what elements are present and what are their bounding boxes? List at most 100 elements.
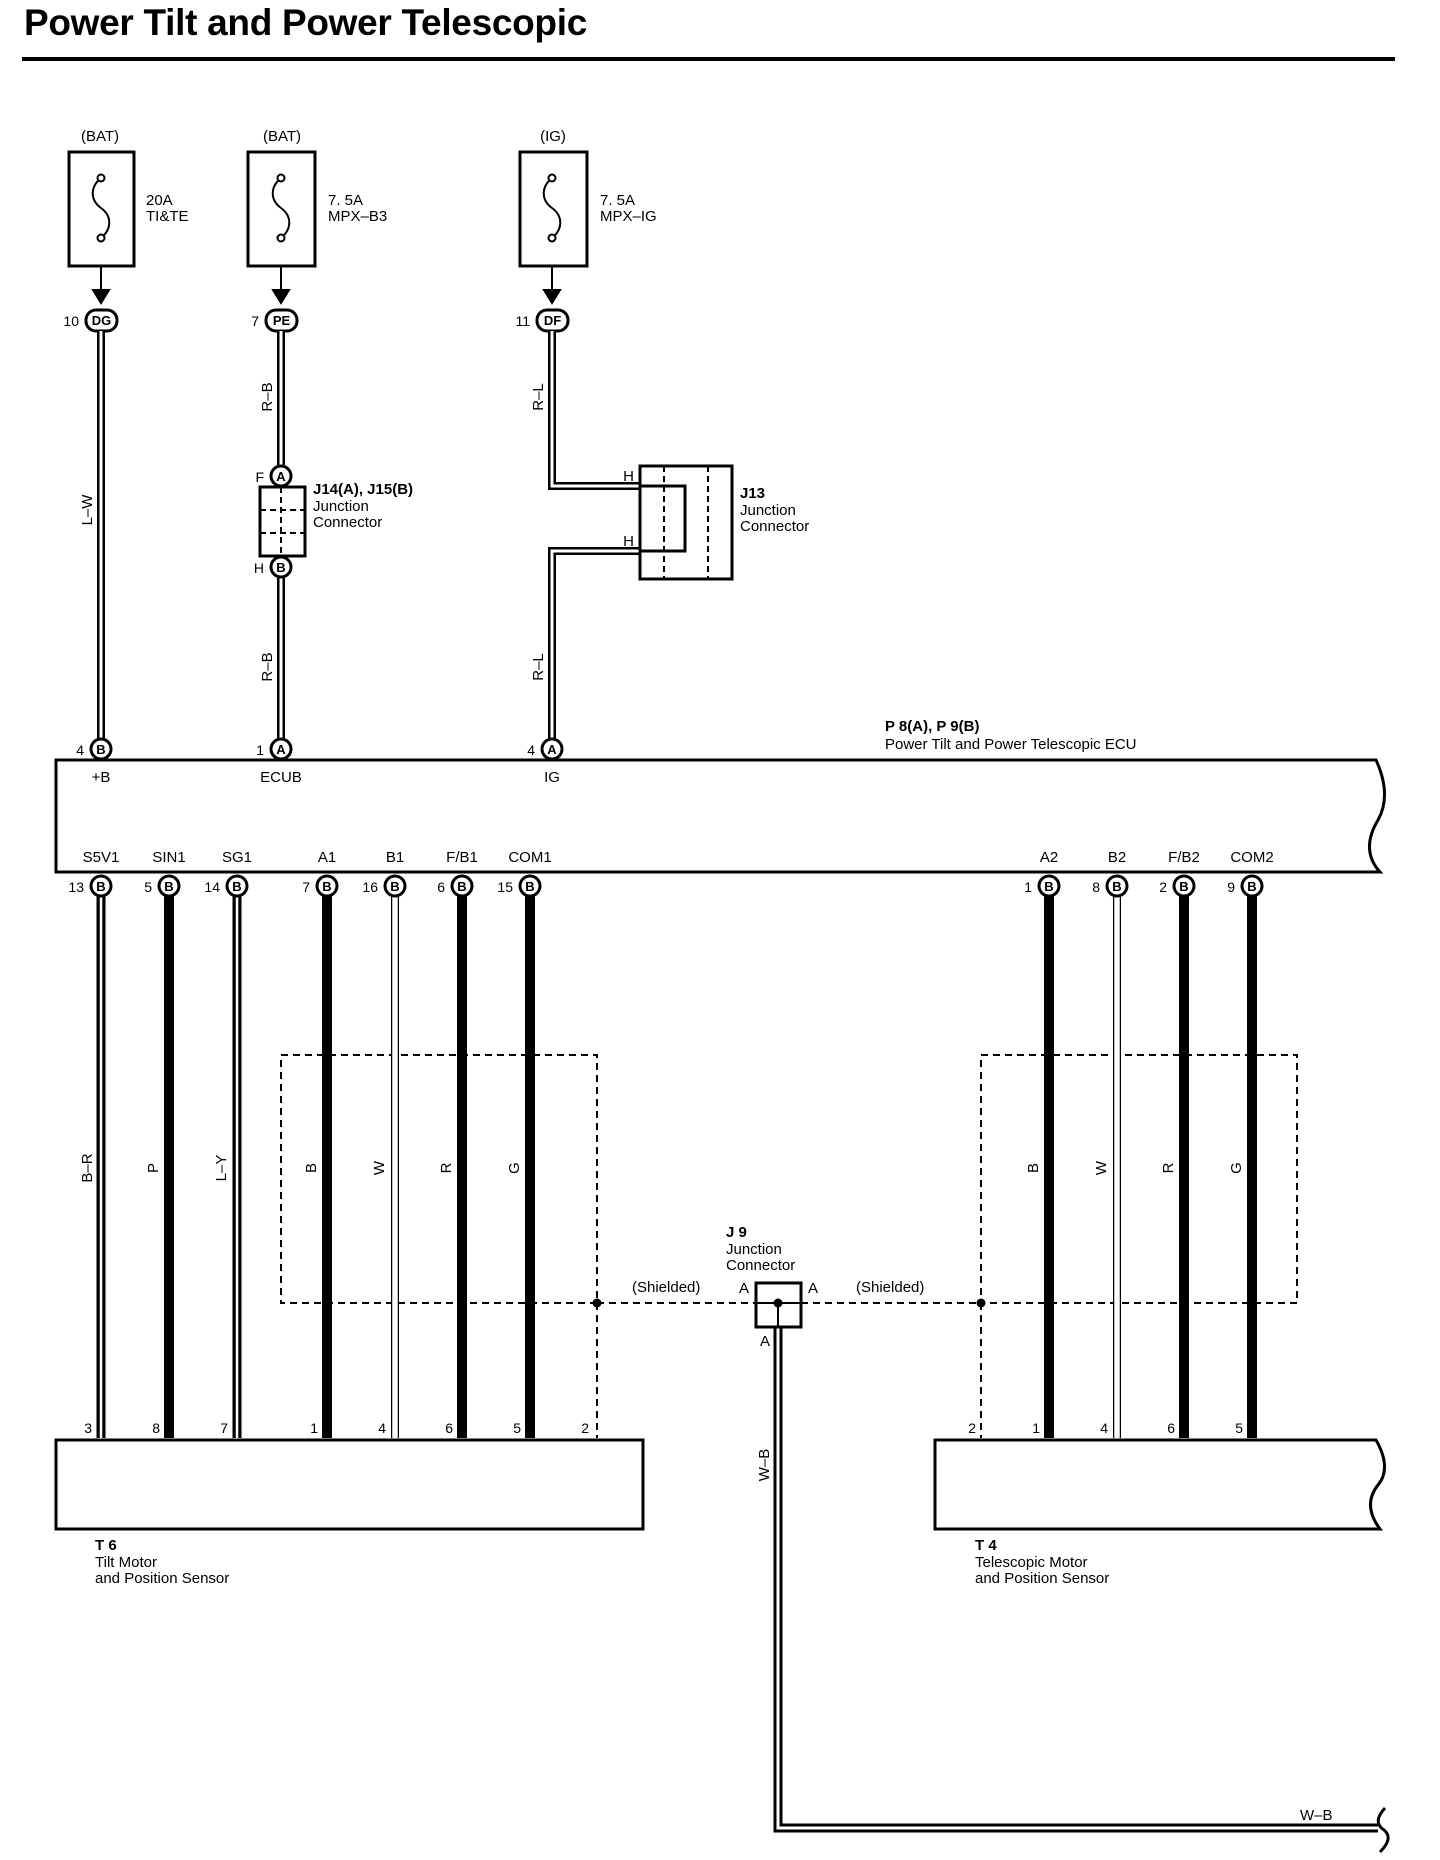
shield-box-telescopic	[980, 1054, 1298, 1304]
connector-code: B	[96, 879, 105, 894]
fuse-connector-pins: DG 10 PE 7 DF 11	[63, 308, 570, 333]
pin-number: 2	[1159, 879, 1167, 895]
arrow-icon	[271, 289, 291, 305]
connector-code: B	[525, 879, 534, 894]
pin-number: 8	[1092, 879, 1100, 895]
connector-code: B	[1044, 879, 1053, 894]
junction-connector-j9: A A A J 9 Junction Connector	[726, 1224, 818, 1350]
arrow-icon	[542, 289, 562, 305]
wire-color-label: L–W	[79, 494, 96, 526]
fuse-source-label: (IG)	[540, 128, 566, 145]
pin-number: 4	[76, 742, 84, 758]
upper-wires	[97, 331, 640, 738]
pin-number: 7	[251, 313, 259, 329]
terminal-label: F/B2	[1168, 849, 1200, 866]
wire-color-label: R–B	[259, 382, 276, 411]
connector-code: B	[232, 879, 241, 894]
shielded-label: (Shielded)	[632, 1279, 700, 1296]
wire-color-label: G	[506, 1162, 523, 1174]
ecu-bottom-terminal-labels: S5V1 SIN1 SG1 A1 B1 F/B1 COM1 A2 B2 F/B2…	[83, 849, 1274, 866]
junction-desc: Connector	[726, 1257, 795, 1274]
pin-number: 6	[437, 879, 445, 895]
terminal-label: S5V1	[83, 849, 120, 866]
connector-code: B	[390, 879, 399, 894]
pin-number: 1	[256, 742, 264, 758]
junction-name: J13	[740, 485, 765, 502]
wire-break-icon	[1376, 1806, 1390, 1854]
pin-number: 10	[63, 313, 79, 329]
wire-color-label: W–B	[1300, 1807, 1333, 1824]
wire-color-label: R–L	[530, 383, 547, 411]
pin-number: 1	[1032, 1420, 1040, 1436]
terminal-label: SIN1	[152, 849, 185, 866]
pin-number: 6	[1167, 1420, 1175, 1436]
wire-color-label: B	[303, 1163, 320, 1173]
upper-wire-labels: L–W R–B R–B R–L R–L	[79, 382, 547, 681]
pin-number: 2	[968, 1420, 976, 1436]
pin-letter: A	[808, 1280, 818, 1297]
terminal-label: A1	[318, 849, 336, 866]
fuse-mpx-b3: (BAT) 7. 5A MPX–B3	[246, 128, 387, 268]
wire-color-label: B	[1025, 1163, 1042, 1173]
pin-number: 9	[1227, 879, 1235, 895]
terminal-label: ECUB	[260, 769, 302, 786]
ecu-power-tilt-telescopic: P 8(A), P 9(B) Power Tilt and Power Tele…	[54, 718, 1387, 874]
connector-code: A	[276, 469, 286, 484]
wire-color-label: R–L	[530, 653, 547, 681]
junction-name: J 9	[726, 1224, 747, 1241]
shield-box-tilt	[280, 1054, 598, 1304]
fuse-name: MPX–B3	[328, 208, 387, 225]
connector-code: PE	[273, 313, 291, 328]
component-t6-tilt-motor: 3 8 7 1 4 6 5 2 T 6 Tilt Motor and Posit…	[54, 1420, 645, 1587]
component-desc: and Position Sensor	[975, 1570, 1109, 1587]
terminal-label: IG	[544, 769, 560, 786]
pin-number: 14	[204, 879, 220, 895]
terminal-label: SG1	[222, 849, 252, 866]
pin-number: 16	[362, 879, 378, 895]
fuse-amp: 7. 5A	[600, 192, 635, 209]
pin-number: 4	[378, 1420, 386, 1436]
connector-code: B	[1179, 879, 1188, 894]
fuse-name: TI&TE	[146, 208, 189, 225]
junction-body	[258, 485, 307, 558]
pin-number: 11	[515, 313, 530, 329]
page-title: Power Tilt and Power Telescopic	[24, 2, 587, 43]
shield-boundaries	[280, 1054, 1298, 1438]
pin-number: 7	[220, 1420, 228, 1436]
terminal-label: B2	[1108, 849, 1126, 866]
wire-color-label: G	[1228, 1162, 1245, 1174]
component-body	[933, 1438, 1386, 1531]
wire-color-label: W–B	[756, 1449, 773, 1482]
pin-letter: A	[760, 1333, 770, 1350]
ecu-desc: Power Tilt and Power Telescopic ECU	[885, 736, 1137, 753]
pin-number: 3	[84, 1420, 92, 1436]
fuse-amp: 7. 5A	[328, 192, 363, 209]
ecu-top-terminals: B 4 +B A 1 ECUB A 4 IG	[76, 737, 564, 786]
pin-number: 6	[445, 1420, 453, 1436]
wire-color-label: P	[145, 1163, 162, 1173]
connector-code: DG	[92, 313, 112, 328]
wire-color-label: W	[371, 1160, 388, 1175]
pin-number: 2	[581, 1420, 589, 1436]
terminal-label: F/B1	[446, 849, 478, 866]
terminal-label: COM2	[1230, 849, 1273, 866]
component-desc: Tilt Motor	[95, 1554, 157, 1571]
junction-desc: Connector	[313, 514, 382, 531]
fuse-mpx-ig: (IG) 7. 5A MPX–IG	[518, 128, 657, 268]
pin-number: 15	[497, 879, 513, 895]
junction-desc: Junction	[313, 498, 369, 515]
lower-wire-labels: B–R P L–Y B W R G B W R G	[79, 1153, 1245, 1182]
connector-code: B	[457, 879, 466, 894]
wire-color-label: R	[1160, 1162, 1177, 1173]
junction-name: J14(A), J15(B)	[313, 481, 413, 498]
lower-wires	[96, 886, 1378, 1833]
wire-color-label: B–R	[79, 1153, 96, 1182]
fuse-output-arrows	[91, 266, 562, 305]
shield-junction-dots	[592, 1298, 986, 1308]
connector-code: B	[96, 742, 105, 757]
pin-letter: H	[623, 533, 634, 550]
connector-code: DF	[544, 313, 561, 328]
wire-color-label: W	[1093, 1160, 1110, 1175]
pin-letter: H	[254, 560, 264, 576]
pin-letter: H	[623, 468, 634, 485]
